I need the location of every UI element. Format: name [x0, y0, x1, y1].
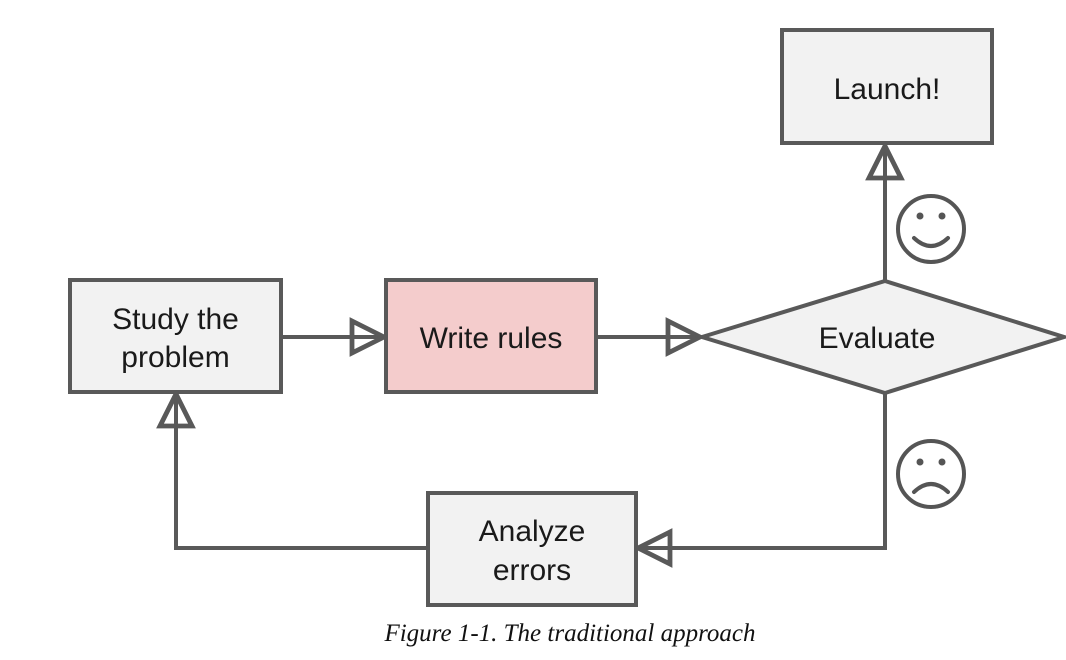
edge-analyze-to-study: [176, 398, 428, 550]
node-evaluate: Evaluate: [695, 278, 1066, 396]
node-write-rules: Write rules: [384, 278, 598, 394]
node-study-problem: Study the problem: [68, 278, 283, 394]
node-analyze-errors: Analyze errors: [426, 491, 638, 607]
write-rules-label: Write rules: [420, 322, 563, 355]
edge-evaluate-to-analyze: [642, 393, 887, 548]
figure-caption: Figure 1-1. The traditional approach: [384, 620, 756, 647]
node-launch: Launch!: [780, 28, 994, 145]
analyze-label-line2: errors: [493, 554, 571, 587]
study-label-line1: Study the: [112, 303, 239, 336]
analyze-label-line1: Analyze: [479, 515, 586, 548]
edges: [176, 150, 885, 548]
launch-label: Launch!: [834, 73, 941, 106]
evaluate-label: Evaluate: [819, 322, 936, 355]
smiley-face-icon: [896, 194, 966, 264]
frowning-face-icon: [896, 439, 966, 509]
study-label-line2: problem: [121, 341, 229, 374]
